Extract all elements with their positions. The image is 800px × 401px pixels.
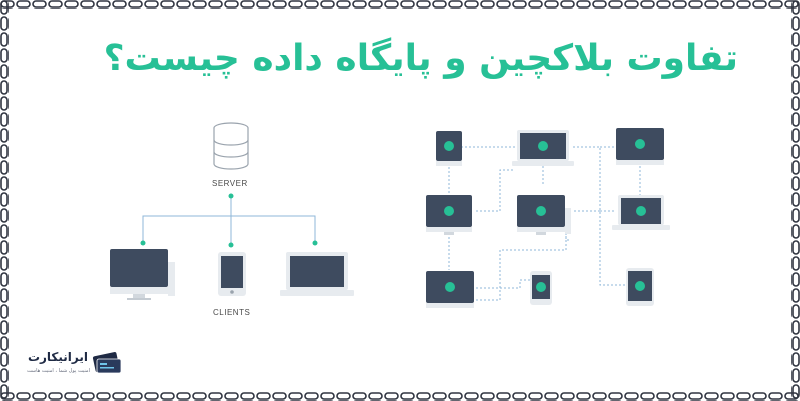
node-laptop-1 bbox=[512, 130, 574, 166]
node-monitor-1 bbox=[436, 131, 462, 166]
chain-top bbox=[0, 0, 800, 9]
client-desktop-icon bbox=[110, 249, 175, 300]
client-laptop-icon bbox=[280, 252, 354, 296]
node-monitor-2 bbox=[616, 128, 664, 165]
page-title: تفاوت بلاکچین و پایگاه داده چیست؟ bbox=[103, 38, 738, 79]
decentralized-diagram bbox=[426, 128, 670, 308]
centralized-diagram bbox=[110, 122, 354, 300]
node-phone-1 bbox=[530, 271, 552, 305]
node-monitor-5 bbox=[426, 271, 474, 308]
server-connectors bbox=[142, 196, 316, 244]
brand-tagline: امنیت پول شما ، امنیت هاست bbox=[26, 368, 90, 374]
brand-name: ایرانیکارت bbox=[27, 350, 88, 364]
client-phone-icon bbox=[218, 252, 246, 296]
card-logo-icon bbox=[92, 352, 122, 374]
server-label: SERVER bbox=[212, 179, 248, 188]
server-icon bbox=[213, 122, 249, 170]
node-laptop-2 bbox=[612, 195, 670, 230]
node-monitor-4 bbox=[517, 195, 571, 235]
clients-label: CLIENTS bbox=[213, 308, 251, 317]
chain-right bbox=[791, 0, 800, 401]
mesh-connectors bbox=[448, 146, 641, 301]
node-tablet-1 bbox=[626, 268, 654, 306]
chain-left bbox=[0, 0, 9, 401]
chain-bottom bbox=[0, 392, 800, 401]
connector-nodes bbox=[140, 193, 318, 248]
brand-logo[interactable]: ایرانیکارت امنیت پول شما ، امنیت هاست bbox=[18, 348, 126, 382]
node-monitor-3 bbox=[426, 195, 472, 235]
